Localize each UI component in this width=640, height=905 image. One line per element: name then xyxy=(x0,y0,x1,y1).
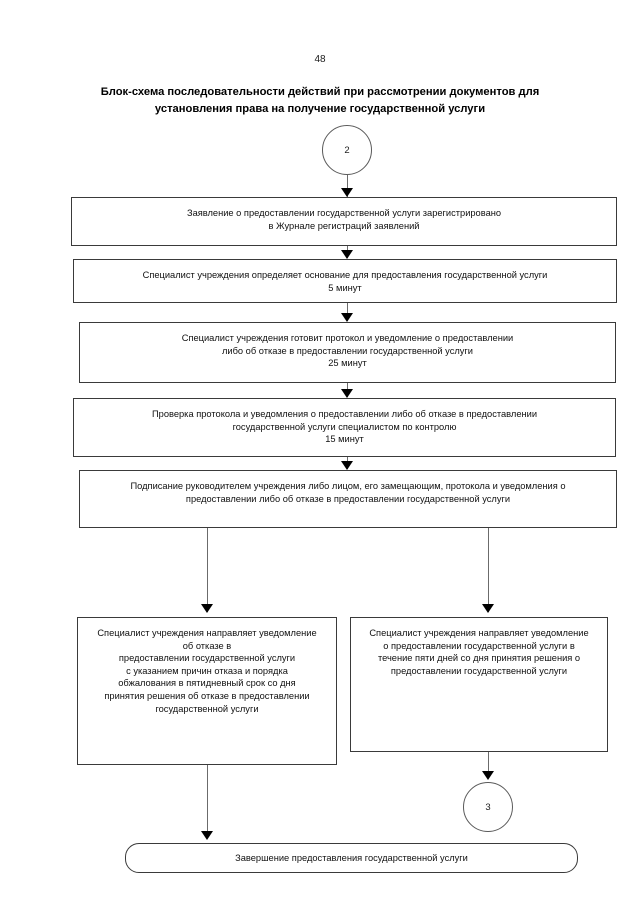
arrowhead-into-n2 xyxy=(341,250,353,259)
page-title: Блок-схема последовательности действий п… xyxy=(100,86,540,115)
connector-line-n2-to-n3 xyxy=(347,303,348,321)
connector-line-n6-to-n8 xyxy=(207,765,208,837)
connector-line-n7-to-c3 xyxy=(488,752,489,774)
flow-node-determine-grounds: Специалист учреждения определяет основан… xyxy=(73,259,617,303)
flow-node-application-registered: Заявление о предоставлении государственн… xyxy=(71,197,617,246)
arrowhead-into-n3 xyxy=(341,313,353,322)
connector-label: 3 xyxy=(485,801,491,813)
off-page-connector-2: 2 xyxy=(322,125,372,175)
page-number: 48 xyxy=(314,54,326,65)
arrowhead-into-n1 xyxy=(341,188,353,197)
arrowhead-into-n5 xyxy=(341,461,353,470)
connector-line-c2-to-n1 xyxy=(347,175,348,197)
flow-node-control-check: Проверка протокола и уведомления о предо… xyxy=(73,398,616,457)
arrowhead-into-n4 xyxy=(341,389,353,398)
flow-node-prepare-protocol: Специалист учреждения готовит протокол и… xyxy=(79,322,616,383)
flow-node-send-provision-notice: Специалист учреждения направляет уведомл… xyxy=(350,617,608,752)
flow-node-head-signature: Подписание руководителем учреждения либо… xyxy=(79,470,617,528)
arrowhead-into-n7 xyxy=(482,604,494,613)
connector-label: 2 xyxy=(344,144,350,156)
connector-line-n5-to-n7 xyxy=(488,528,489,612)
off-page-connector-3: 3 xyxy=(463,782,513,832)
connector-line-n5-to-n6 xyxy=(207,528,208,612)
arrowhead-into-n6 xyxy=(201,604,213,613)
flow-node-send-refusal-notice: Специалист учреждения направляет уведомл… xyxy=(77,617,337,765)
arrowhead-into-n8 xyxy=(201,831,213,840)
arrowhead-into-c3 xyxy=(482,771,494,780)
flow-node-service-completion: Завершение предоставления государственно… xyxy=(125,843,578,873)
